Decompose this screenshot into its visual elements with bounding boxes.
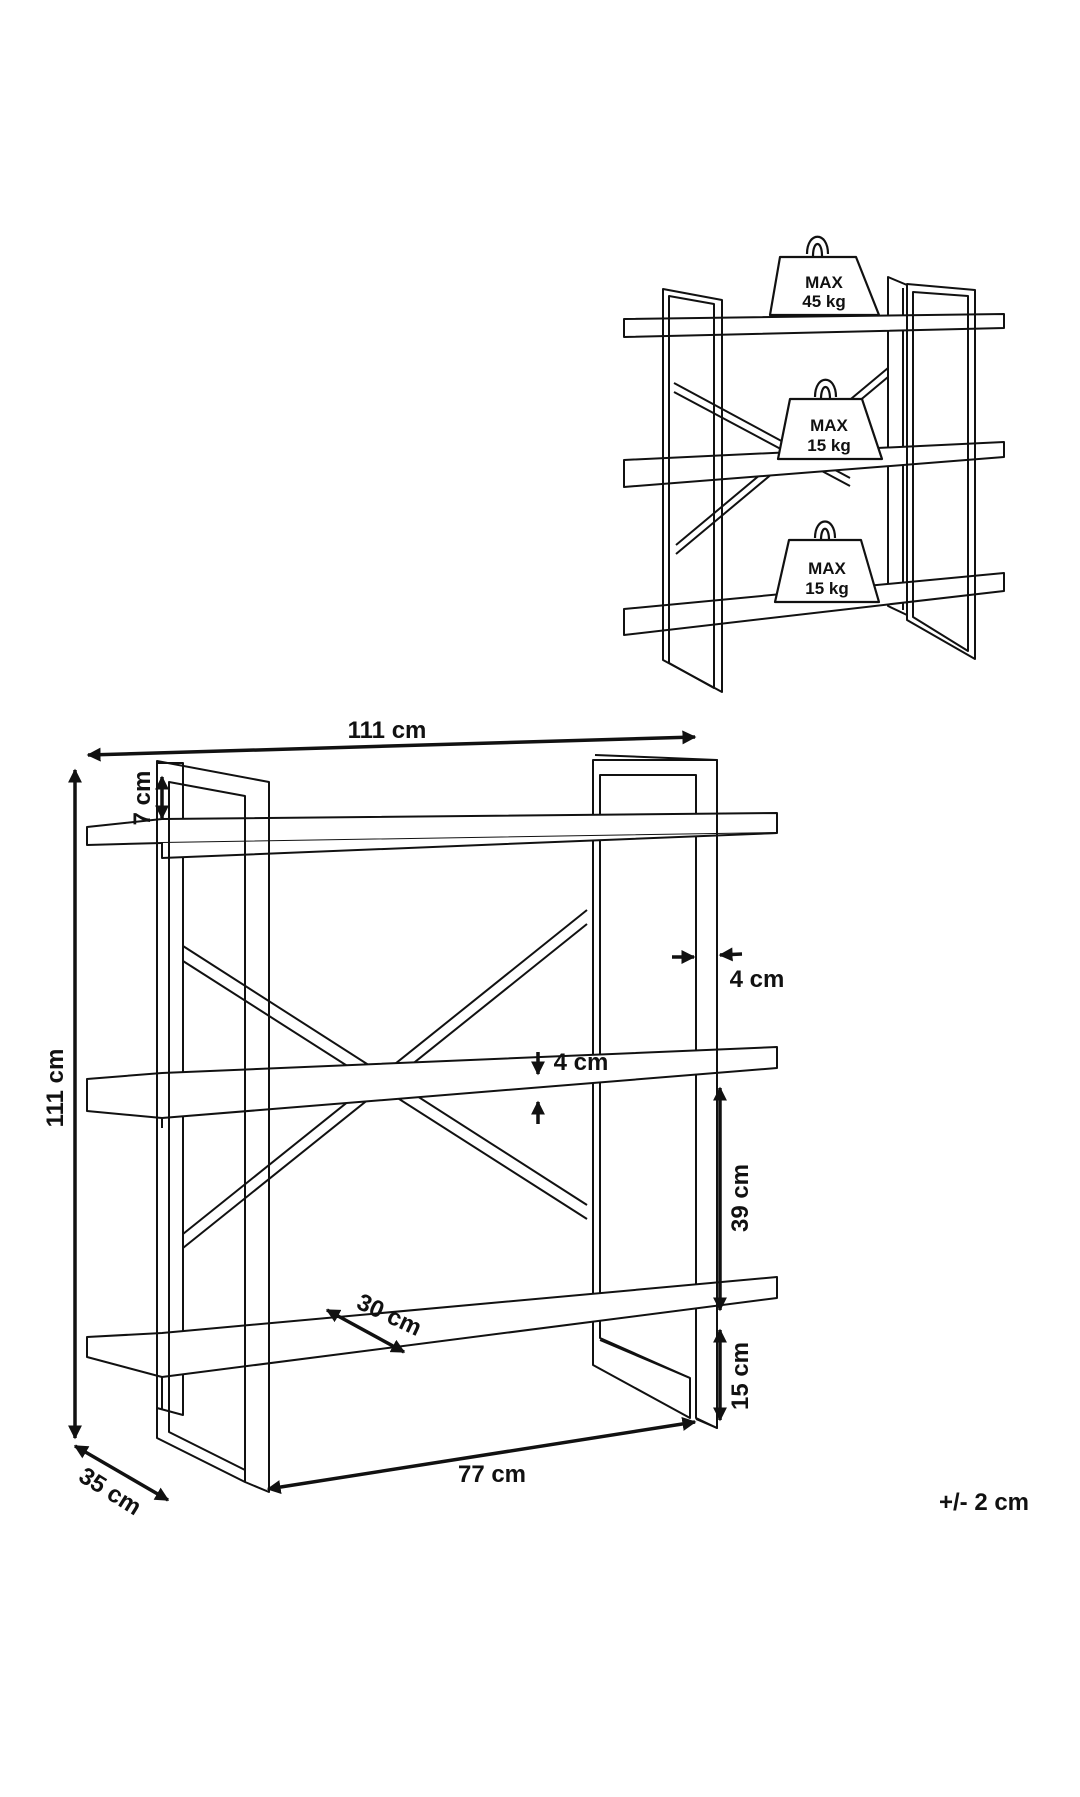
shelf-bottom: [86, 1276, 778, 1409]
back-right-frame: [592, 759, 718, 1429]
small-left-frame: [662, 288, 723, 693]
weight-value-bottom: 15 kg: [805, 579, 848, 598]
tolerance-note: +/- 2 cm: [939, 1489, 1029, 1516]
weight-value-top: 45 kg: [802, 292, 845, 311]
shelf-thickness-label: 4 cm: [554, 1049, 609, 1076]
shelf-top: [86, 812, 778, 859]
frame-width-arrow-right: [718, 947, 743, 962]
frame-width-label: 4 cm: [730, 966, 785, 993]
bottom-clearance-label: 15 cm: [727, 1342, 754, 1410]
depth-label: 35 cm: [74, 1462, 146, 1521]
width-total-arrow: [86, 730, 697, 762]
small-shelf-bottom: [623, 572, 1005, 636]
top-offset-label: 7 cm: [129, 771, 156, 826]
shelf-spacing-label: 39 cm: [727, 1164, 754, 1232]
shelf-middle: [86, 1046, 778, 1128]
inner-width-label: 77 cm: [458, 1461, 526, 1488]
dimension-view: 111 cm 111 cm 7 cm 4 cm 4 cm 39 cm 15 cm…: [42, 717, 784, 1521]
height-total-label: 111 cm: [42, 1049, 69, 1128]
weight-value-middle: 15 kg: [807, 436, 850, 455]
small-right-frame: [906, 283, 976, 660]
weight-max-label-top: MAX: [805, 273, 843, 292]
front-left-frame: [156, 760, 270, 1493]
width-total-label: 111 cm: [348, 717, 427, 744]
depth-arrow: [73, 1444, 170, 1502]
weight-icon-bottom: MAX 15 kg: [773, 520, 881, 604]
front-right-frame: [594, 754, 718, 1429]
weight-icon-middle: MAX 15 kg: [776, 378, 884, 461]
weight-max-label-bottom: MAX: [808, 559, 846, 578]
weight-max-label-middle: MAX: [810, 416, 848, 435]
inner-width-arrow: [266, 1417, 697, 1494]
load-capacity-view: MAX 45 kg MAX 15 kg MAX 15 kg: [623, 235, 1005, 693]
weight-icon-top: MAX 45 kg: [768, 235, 881, 317]
shelf-depth-arrow: [325, 1308, 406, 1354]
small-shelf-top: [623, 313, 1005, 338]
